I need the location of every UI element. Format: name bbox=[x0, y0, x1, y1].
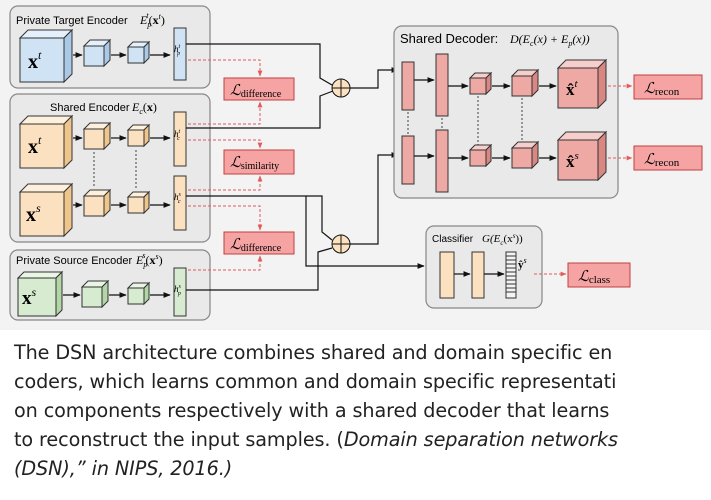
svg-text:xs: xs bbox=[26, 201, 41, 226]
private-source-encoder-func: Eps(xs) bbox=[135, 251, 163, 269]
classifier-fc-2 bbox=[471, 251, 485, 299]
sum-node-target bbox=[331, 78, 351, 98]
caption-line-3: on components respectively with a shared… bbox=[14, 399, 610, 422]
caption-line-1: The DSN architecture combines shared and… bbox=[14, 341, 613, 364]
shared-conv-block-2-source bbox=[126, 190, 151, 215]
caption-citation-source: (DSN),” in NIPS, 2016.) bbox=[14, 457, 233, 480]
caption-citation-title: Domain separation networks bbox=[343, 428, 618, 451]
svg-text:htc: htc bbox=[174, 129, 181, 142]
sum-to-decoder-lines bbox=[350, 67, 399, 245]
shared-encoder-func: Ec(x) bbox=[131, 100, 157, 116]
private-target-encoder-func: Ept(xt) bbox=[139, 11, 165, 29]
target-input-label: xt bbox=[28, 48, 42, 73]
classifier-func: G(Ec(xs)) bbox=[482, 232, 523, 247]
decoder-fc-bottom-1 bbox=[401, 135, 415, 185]
decoder-output-target: x̂t bbox=[556, 58, 608, 110]
target-conv-block-1 bbox=[82, 38, 112, 68]
svg-text:xt: xt bbox=[28, 133, 42, 158]
sum-node-source bbox=[331, 234, 351, 254]
decoder-deconv-bottom-1 bbox=[468, 143, 493, 168]
shared-decoder-formula: D(Ec(x) + Ep(x)) bbox=[509, 32, 590, 48]
svg-text:x̂t: x̂t bbox=[566, 78, 579, 99]
classifier-title: Classifier bbox=[432, 234, 474, 245]
caption-line-2: coders, which learns common and domain s… bbox=[14, 370, 617, 393]
svg-text:ℒdifference: ℒdifference bbox=[230, 237, 282, 254]
shared-input-cube-target: xt bbox=[18, 114, 74, 170]
shared-decoder-title: Shared Decoder: bbox=[400, 31, 498, 46]
source-conv-block-1 bbox=[80, 279, 110, 309]
decoder-fc-top-2 bbox=[435, 53, 449, 117]
decoder-deconv-top-1 bbox=[468, 71, 493, 96]
decoder-fc-top-1 bbox=[401, 61, 415, 111]
flow-lines bbox=[186, 43, 425, 291]
svg-text:hsc: hsc bbox=[174, 192, 182, 205]
classifier-output-vector bbox=[505, 251, 517, 299]
caption-line-4: to reconstruct the input samples. (Domai… bbox=[14, 428, 618, 451]
svg-text:x̂s: x̂s bbox=[566, 150, 579, 171]
shared-decoder: Shared Decoder: D(Ec(x) + Ep(x)) x̂t bbox=[393, 25, 619, 199]
loss-similarity: ℒsimilarity bbox=[223, 149, 295, 175]
target-conv-block-2 bbox=[126, 40, 151, 65]
svg-text:ℒrecon: ℒrecon bbox=[644, 81, 680, 98]
decoder-deconv-bottom-2 bbox=[510, 140, 540, 170]
loss-recon-bottom: ℒrecon bbox=[633, 145, 703, 171]
shared-conv-block-2-target bbox=[126, 123, 151, 148]
private-source-encoder-title: Private Source Encoder bbox=[16, 255, 133, 267]
target-input-cube: xt bbox=[18, 28, 74, 84]
source-conv-block-2 bbox=[126, 281, 151, 306]
loss-recon-top: ℒrecon bbox=[633, 74, 703, 100]
shared-encoder-title: Shared Encoder bbox=[50, 102, 130, 114]
figure-caption: The DSN architecture combines shared and… bbox=[14, 338, 704, 483]
source-input-cube: xs bbox=[16, 270, 64, 318]
source-input-label: xs bbox=[22, 285, 37, 309]
shared-conv-block-1-source bbox=[82, 188, 112, 218]
loss-class: ℒclass bbox=[567, 262, 631, 288]
loss-difference-bottom: ℒdifference bbox=[223, 231, 295, 255]
classifier-fc-1 bbox=[439, 251, 455, 299]
svg-text:hsp: hsp bbox=[174, 284, 182, 297]
classifier-output-label: ŷs bbox=[518, 256, 527, 271]
svg-text:htp: htp bbox=[174, 44, 181, 57]
decoder-output-source: x̂s bbox=[556, 130, 608, 182]
svg-text:ℒdifference: ℒdifference bbox=[230, 83, 282, 100]
svg-text:ℒclass: ℒclass bbox=[578, 269, 610, 286]
svg-text:ℒrecon: ℒrecon bbox=[644, 152, 680, 169]
shared-conv-block-1-target bbox=[82, 121, 112, 151]
svg-text:ℒsimilarity: ℒsimilarity bbox=[230, 155, 279, 172]
shared-input-cube-source: xs bbox=[18, 182, 74, 238]
decoder-fc-bottom-2 bbox=[435, 129, 449, 193]
classifier: Classifier G(Ec(xs)) ŷs bbox=[425, 225, 543, 309]
loss-connectors bbox=[188, 59, 263, 271]
decoder-deconv-top-2 bbox=[510, 68, 540, 98]
loss-difference-top: ℒdifference bbox=[223, 77, 295, 101]
private-target-encoder-title: Private Target Encoder bbox=[16, 15, 128, 27]
